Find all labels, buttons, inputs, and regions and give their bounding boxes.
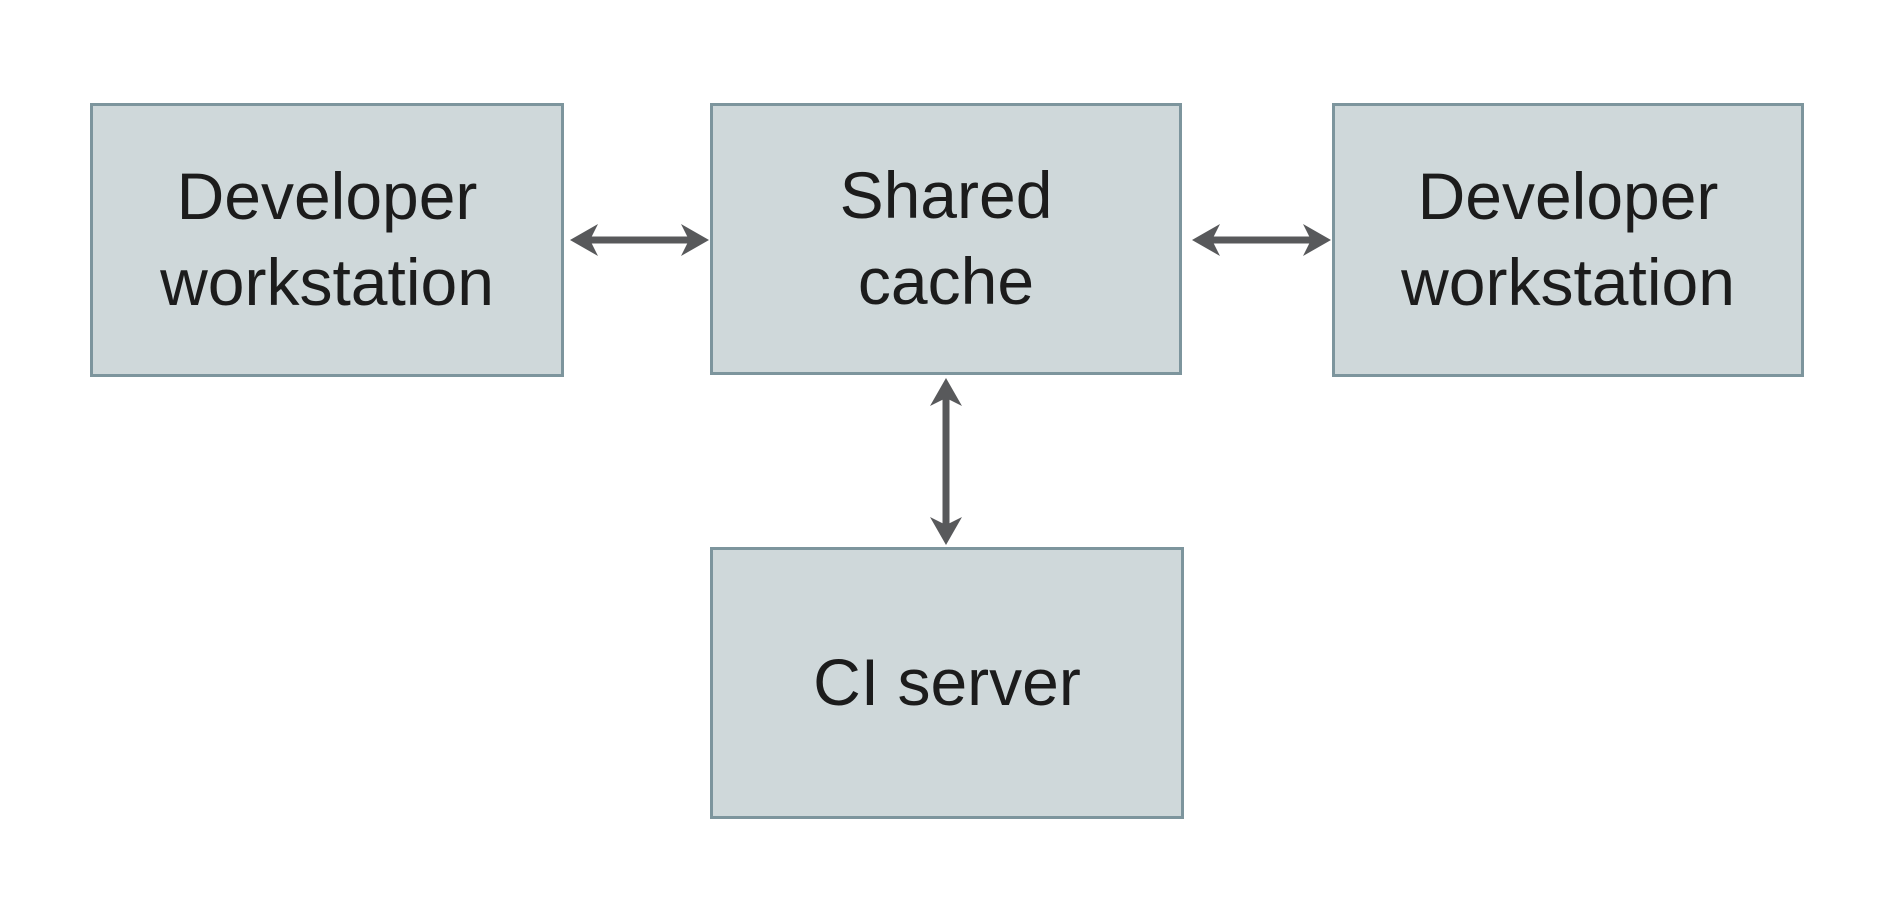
arrow-cache-to-ci-server	[930, 378, 962, 545]
node-ci-server-label: CI server	[813, 645, 1081, 720]
arrow-left-workstation-to-cache	[570, 224, 709, 256]
node-developer-workstation-right: Developer workstation	[1332, 103, 1804, 377]
node-developer-workstation-right-label: Developer workstation	[1401, 159, 1735, 319]
node-ci-server: CI server	[710, 547, 1184, 819]
node-shared-cache: Shared cache	[710, 103, 1182, 375]
node-developer-workstation-left: Developer workstation	[90, 103, 564, 377]
node-developer-workstation-left-label: Developer workstation	[160, 159, 494, 319]
arrow-cache-to-right-workstation	[1192, 224, 1331, 256]
node-shared-cache-label: Shared cache	[839, 158, 1053, 318]
